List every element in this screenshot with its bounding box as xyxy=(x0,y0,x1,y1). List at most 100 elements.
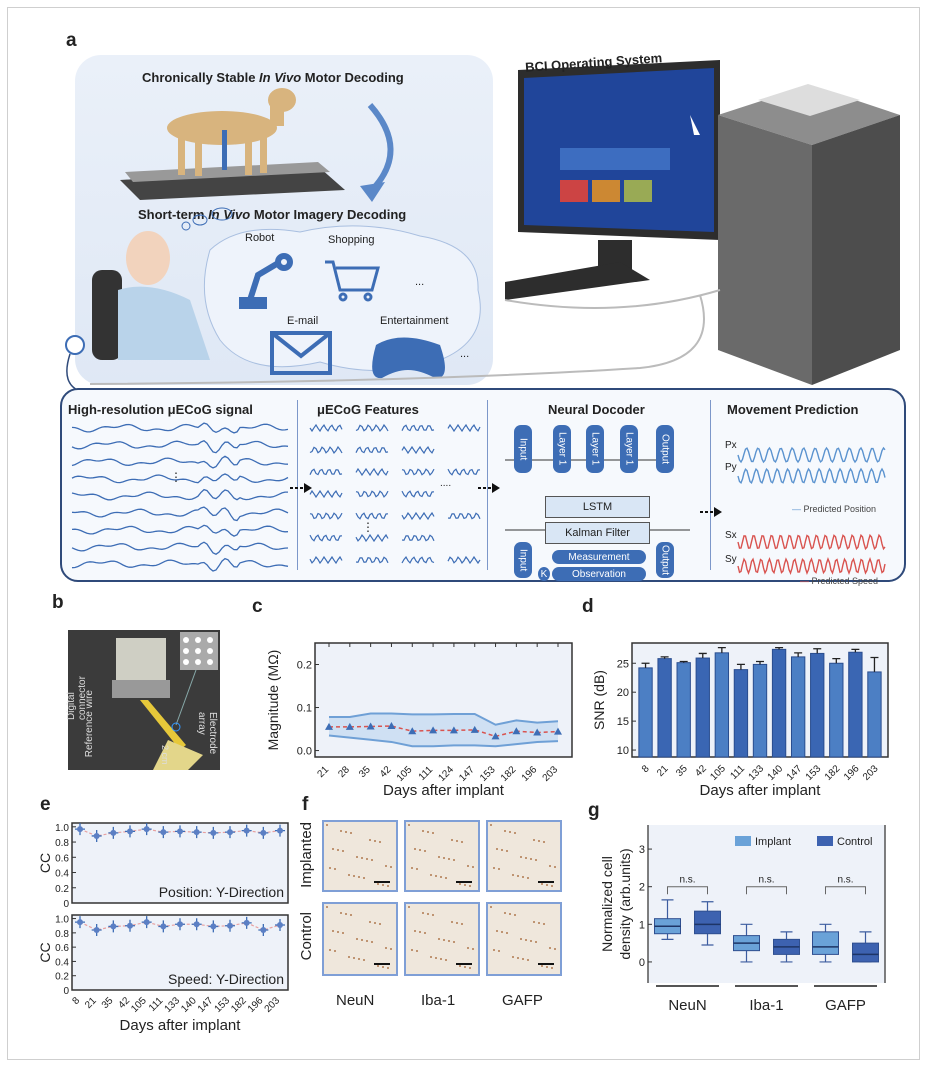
cell-speck xyxy=(456,840,458,842)
chart-e-point xyxy=(160,829,167,836)
chart-g-ns-label: n.s. xyxy=(758,875,774,886)
cell-speck xyxy=(366,940,368,942)
cell-speck xyxy=(445,959,447,961)
cell-speck xyxy=(363,959,365,961)
cell-speck xyxy=(514,914,516,916)
predicted-position-legend: — Predicted Position xyxy=(792,504,877,514)
cell-speck xyxy=(520,856,522,858)
prediction-wave xyxy=(737,467,886,484)
chart-g-ns-label: n.s. xyxy=(837,875,853,886)
cell-speck xyxy=(520,938,522,940)
chart-d-error-bar xyxy=(679,660,688,663)
chart-d-xlabel: Days after implant xyxy=(700,782,822,799)
cell-speck xyxy=(374,922,376,924)
cell-speck xyxy=(369,921,371,923)
cell-speck xyxy=(422,830,424,832)
cell-speck xyxy=(371,859,373,861)
chart-d-error-bar xyxy=(870,656,879,672)
cell-speck xyxy=(350,914,352,916)
x-tick-label: 124 xyxy=(436,764,456,784)
cell-speck xyxy=(438,856,440,858)
prediction-title: Movement Prediction xyxy=(727,402,859,417)
cell-speck xyxy=(424,850,426,852)
cell-speck xyxy=(440,958,442,960)
cell-speck xyxy=(501,849,503,851)
chart-g-box xyxy=(694,910,721,935)
col-label-iba1: Iba-1 xyxy=(421,992,456,1009)
micrograph-implanted-iba1 xyxy=(404,820,480,892)
cell-speck xyxy=(453,859,455,861)
predicted-speed-legend: — Predicted Speed xyxy=(800,576,879,586)
cell-speck xyxy=(416,868,418,870)
cell-speck xyxy=(448,940,450,942)
chart-e-xlabel: Days after implant xyxy=(120,1017,242,1034)
cell-speck xyxy=(472,948,474,950)
ecog-trace xyxy=(71,473,289,484)
chart-c-point xyxy=(512,727,521,735)
observation-block: Observation xyxy=(552,567,646,581)
feature-trace xyxy=(401,490,435,498)
chart-e-point xyxy=(227,922,233,929)
cell-speck xyxy=(509,831,511,833)
chart-d-bar xyxy=(695,657,710,758)
feature-trace xyxy=(401,534,435,542)
cell-speck xyxy=(424,932,426,934)
cell-speck xyxy=(551,885,553,887)
cell-speck xyxy=(382,966,384,968)
cell-speck xyxy=(348,874,350,876)
kalman-input-block: Input xyxy=(514,542,532,578)
prediction-wave xyxy=(737,446,886,464)
chart-e-point xyxy=(193,921,200,928)
chart-c-point xyxy=(345,722,354,730)
x-tick-label: 147 xyxy=(785,763,805,783)
panel-label-d: d xyxy=(582,596,594,617)
cell-speck xyxy=(348,956,350,958)
cell-speck xyxy=(361,939,363,941)
prediction-wave xyxy=(737,533,886,551)
x-tick-label: 133 xyxy=(163,995,183,1015)
x-tick-label: 8 xyxy=(70,995,82,1007)
cell-speck xyxy=(427,913,429,915)
cell-speck xyxy=(490,824,492,826)
chart-g-axes xyxy=(647,825,886,983)
chart-d-bar xyxy=(790,656,806,758)
micrograph-control-gafp xyxy=(486,902,562,976)
cell-speck xyxy=(467,947,469,949)
cell-speck xyxy=(340,912,342,914)
x-tick-label: 147 xyxy=(457,764,477,784)
cell-speck xyxy=(527,877,529,879)
decoding-pipeline-box xyxy=(60,388,906,582)
cell-speck xyxy=(356,938,358,940)
chart-e-series-label: Position: Y-Direction xyxy=(159,884,284,900)
x-tick-label: 105 xyxy=(395,764,415,784)
cell-speck xyxy=(329,949,331,951)
cell-speck xyxy=(459,883,461,885)
dog-icon xyxy=(167,88,296,176)
feature-trace xyxy=(447,512,481,520)
cell-speck xyxy=(358,876,360,878)
py-label: Py xyxy=(725,462,737,473)
cell-speck xyxy=(525,939,527,941)
chart-d-bar xyxy=(829,662,844,758)
chart-e-point xyxy=(143,919,150,926)
chart-d-error-bar xyxy=(794,652,803,657)
app-more-label: ... xyxy=(415,276,425,288)
cell-speck xyxy=(517,875,519,877)
sy-label: Sy xyxy=(725,554,737,565)
chart-e-point xyxy=(210,829,217,836)
feature-trace xyxy=(309,534,343,542)
cell-speck xyxy=(530,940,532,942)
x-tick-label: 140 xyxy=(179,995,199,1015)
ecog-trace xyxy=(71,440,289,454)
chart-g-significance-bracket xyxy=(746,886,787,895)
chart-g-legend-swatch xyxy=(817,836,833,846)
chart-e-point xyxy=(210,923,217,930)
y-tick-label: 20 xyxy=(617,687,629,699)
x-tick-label: 42 xyxy=(693,763,709,779)
gamepad-icon xyxy=(372,337,445,379)
cell-speck xyxy=(329,867,331,869)
chart-c-point xyxy=(429,726,438,734)
chart-e-point xyxy=(77,826,83,833)
cell-speck xyxy=(387,885,389,887)
x-tick-label: 182 xyxy=(499,764,519,784)
